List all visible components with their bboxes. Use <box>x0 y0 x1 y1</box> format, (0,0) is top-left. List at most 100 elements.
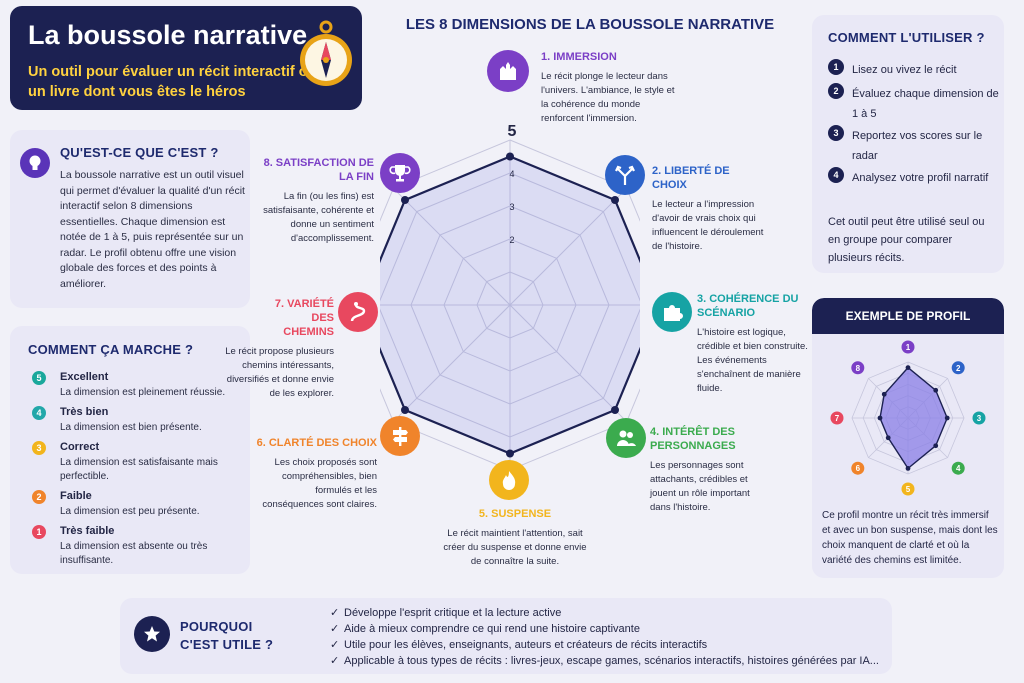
page-title: La boussole narrative <box>28 20 308 50</box>
scale-desc: La dimension est pleinement réussie. <box>60 387 226 398</box>
example-axis-badge <box>851 461 865 475</box>
example-axis-badge <box>951 361 965 375</box>
step-text: Analysez votre profil narratif <box>852 172 989 184</box>
dimension-8: 8. SATISFACTION DE LA FIN La fin (ou les… <box>262 156 374 246</box>
example-axis-label: 2 <box>956 364 961 373</box>
example-axis-badge <box>830 411 844 425</box>
signpost-icon <box>380 416 420 456</box>
scale-badge: 3 <box>32 441 46 455</box>
how-it-works-title: COMMENT ÇA MARCHE ? <box>28 342 194 357</box>
people-icon <box>606 418 646 458</box>
checkmark-icon: ✓ <box>330 639 340 651</box>
example-point <box>905 466 911 471</box>
benefit-item: ✓Développe l'esprit critique et la lectu… <box>330 606 561 619</box>
dimension-title: 2. LIBERTÉ DE CHOIX <box>652 165 730 191</box>
example-point <box>881 391 887 397</box>
dimension-title: 4. INTÉRÊT DES PERSONNAGES <box>650 426 736 452</box>
example-axis-badge <box>901 340 915 354</box>
how-to-use-note: Cet outil peut être utilisé seul ou en g… <box>828 216 985 264</box>
example-axis-badge <box>901 482 915 496</box>
benefit-item: ✓ Applicable à tous types de récits : liv… <box>330 654 879 667</box>
benefit-item: ✓ Aide à mieux comprendre ce qui rend une… <box>330 622 640 635</box>
radar-tick-label: 3 <box>509 202 514 212</box>
checkmark-icon: ✓ <box>330 607 340 619</box>
scale-desc: La dimension est satisfaisante mais perf… <box>60 457 218 482</box>
scale-badge: 2 <box>32 490 46 504</box>
example-caption: Ce profil montre un récit très immersif … <box>822 510 998 566</box>
radar-axis-line <box>392 187 511 306</box>
winding-path-icon <box>338 292 378 332</box>
radar-tick-label: 2 <box>509 235 514 245</box>
example-title: EXEMPLE DE PROFIL <box>845 309 971 323</box>
dimension-desc: Le récit maintient l'attention, sait cré… <box>443 528 587 567</box>
example-axis-badge <box>972 411 986 425</box>
benefit-item: ✓Utile pour les élèves, enseignants, aut… <box>330 638 707 651</box>
checkmark-icon: ✓ <box>330 623 340 635</box>
star-icon <box>134 616 170 652</box>
dimension-desc: Le récit propose plusieurs chemins intér… <box>225 346 334 399</box>
scale-badge: 1 <box>32 525 46 539</box>
radar-point <box>506 449 514 458</box>
dimension-1: 1. IMMERSION Le récit plonge le lecteur … <box>541 50 681 126</box>
example-point <box>885 435 891 441</box>
castle-icon <box>487 50 529 92</box>
flame-icon <box>489 460 529 500</box>
scale-badge: 5 <box>32 371 46 385</box>
example-point <box>944 415 950 421</box>
checkmark-icon: ✓ <box>330 655 340 667</box>
scale-label: Correct <box>60 441 100 453</box>
scale-badge: 4 <box>32 406 46 420</box>
benefit-text: Aide à mieux comprendre ce qui rend une … <box>344 623 640 635</box>
dimension-title: 3. COHÉRENCE DU SCÉNARIO <box>697 293 799 319</box>
example-axis-label: 4 <box>956 464 961 473</box>
dimension-2: 2. LIBERTÉ DE CHOIX Le lecteur a l'impre… <box>652 164 767 254</box>
how-to-use-card: COMMENT L'UTILISER ? 1 Lisez ou vivez le… <box>812 15 1004 273</box>
radar-tick-label: 4 <box>509 169 514 179</box>
example-profile-area <box>879 366 948 470</box>
step-text: Reportez vos scores sur le radar <box>852 130 983 162</box>
radar-axis-line <box>392 304 511 423</box>
branch-arrows-icon <box>605 155 645 195</box>
dimension-desc: Les choix proposés sont compréhensibles,… <box>262 457 377 510</box>
main-title: LES 8 DIMENSIONS DE LA BOUSSOLE NARRATIV… <box>405 16 775 33</box>
example-axis-label: 8 <box>856 364 861 373</box>
why-useful-title: POURQUOI C'EST UTILE ? <box>180 619 274 652</box>
dimension-7: 7. VARIÉTÉ DES CHEMINS Le récit propose … <box>225 297 334 401</box>
example-axis-label: 6 <box>856 464 861 473</box>
step-number: 1 <box>828 59 844 75</box>
dimension-desc: Le récit plonge le lecteur dans l'univer… <box>541 71 675 124</box>
how-to-use-title: COMMENT L'UTILISER ? <box>828 30 985 45</box>
what-is-it-title: QU'EST-CE QUE C'EST ? <box>60 145 219 160</box>
example-axis-label: 7 <box>835 414 840 423</box>
example-point <box>933 443 939 449</box>
radar-point <box>506 152 514 161</box>
dimension-title: 6. CLARTÉ DES CHOIX <box>256 437 377 449</box>
example-axis-label: 3 <box>977 414 982 423</box>
step-number: 3 <box>828 125 844 141</box>
how-it-works-card: COMMENT ÇA MARCHE ? 5 Excellent La dimen… <box>10 326 250 574</box>
page-subtitle: Un outil pour évaluer un récit interacti… <box>28 64 317 100</box>
lightbulb-icon <box>20 148 50 178</box>
scale-label: Faible <box>60 490 92 502</box>
dimension-desc: Les personnages sont attachants, crédibl… <box>650 460 750 513</box>
what-is-it-card: QU'EST-CE QUE C'EST ? La boussole narrat… <box>10 130 250 308</box>
radar-point <box>400 195 409 204</box>
compass-icon <box>300 20 352 86</box>
scale-label: Très faible <box>60 525 115 537</box>
what-is-it-text: La boussole narrative est un outil visue… <box>60 169 245 290</box>
radar-point <box>611 406 620 415</box>
scale-desc: La dimension est peu présente. <box>60 506 200 517</box>
dimension-5: 5. SUSPENSE Le récit maintient l'attenti… <box>440 507 590 569</box>
title-banner: La boussole narrative Un outil pour éval… <box>10 6 362 110</box>
dimension-desc: Le lecteur a l'impression d'avoir de vra… <box>652 199 764 252</box>
radar-point <box>400 406 409 415</box>
scale-desc: La dimension est absente ou très insuffi… <box>60 541 208 566</box>
dimension-4: 4. INTÉRÊT DES PERSONNAGES Les personnag… <box>650 425 762 515</box>
scale-label: Excellent <box>60 371 109 383</box>
example-point <box>905 365 911 370</box>
benefit-text: Applicable à tous types de récits : livr… <box>344 655 879 667</box>
dimension-title: 1. IMMERSION <box>541 51 617 63</box>
